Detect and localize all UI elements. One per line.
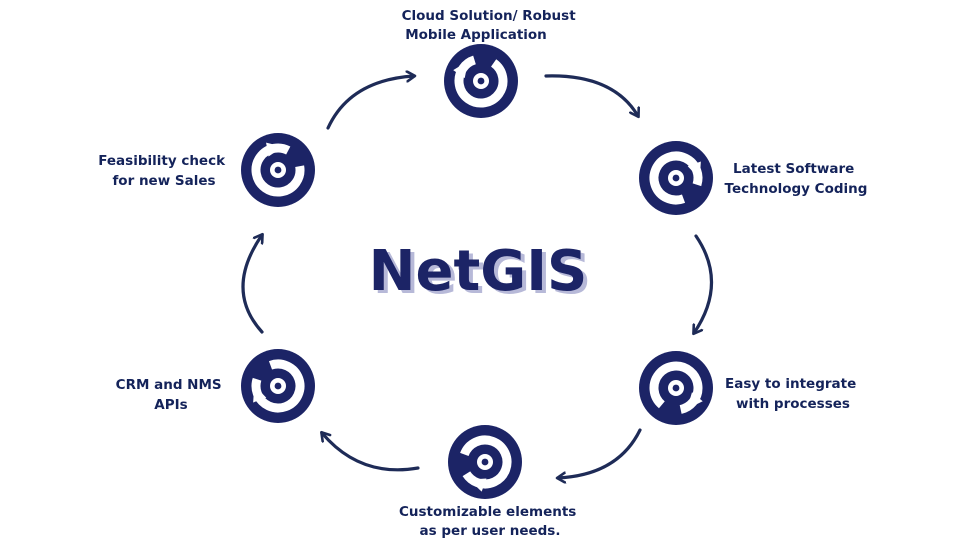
cycle-icon bbox=[444, 44, 518, 118]
arrow-upper-left-to-top bbox=[326, 76, 414, 130]
svg-text:Customizable elements as: Customizable elements as per user needs. bbox=[399, 504, 581, 539]
node-latest-software: Latest Software Technology Coding bbox=[639, 141, 867, 215]
node-label-line: Technology Coding bbox=[725, 181, 868, 197]
node-easy-integrate: Easy to integrate with processes bbox=[639, 351, 861, 425]
node-label-line: APIs bbox=[154, 397, 187, 413]
cycle-arrows bbox=[241, 74, 714, 478]
arrow-top-to-upper-right bbox=[544, 74, 638, 116]
title-shadow: NetGIS bbox=[373, 242, 592, 307]
svg-text:Latest Software Technolo: Latest Software Technology Coding bbox=[725, 161, 868, 197]
node-label-line: Latest Software bbox=[733, 161, 854, 177]
node-cloud-solution: Cloud Solution/ Robust Mobile Applicatio… bbox=[402, 8, 581, 118]
node-label-line: CRM and NMS bbox=[116, 377, 222, 393]
arrow-lower-left-to-upper-left bbox=[241, 235, 262, 334]
node-crm-nms: CRM and NMS APIs bbox=[116, 349, 315, 423]
node-label-line: Feasibility check bbox=[98, 153, 226, 169]
node-label-line: as per user needs. bbox=[420, 523, 561, 539]
cycle-icon bbox=[639, 141, 713, 215]
cycle-icon bbox=[448, 425, 522, 499]
node-label-line: Customizable elements bbox=[399, 504, 576, 520]
cycle-icon bbox=[241, 349, 315, 423]
cycle-icon bbox=[639, 351, 713, 425]
cycle-icon bbox=[241, 133, 315, 207]
arrow-lower-right-to-bottom bbox=[558, 428, 642, 478]
arrow-bottom-to-lower-left bbox=[322, 433, 420, 472]
node-label-line: Cloud Solution/ Robust bbox=[402, 8, 577, 24]
node-customizable-elements: Customizable elements as per user needs. bbox=[399, 425, 581, 539]
arrow-upper-right-to-lower-right bbox=[694, 234, 714, 333]
node-feasibility-check: Feasibility check for new Sales bbox=[98, 133, 315, 207]
svg-text:CRM and NMS APIs: CRM and NMS APIs bbox=[116, 377, 227, 413]
node-label-line: Easy to integrate bbox=[725, 376, 856, 392]
svg-text:Easy to integrate with p: Easy to integrate with processes bbox=[725, 376, 861, 412]
page-title: NetGIS bbox=[369, 239, 588, 304]
node-label-line: with processes bbox=[736, 396, 850, 412]
center-title: NetGIS NetGIS bbox=[369, 239, 592, 307]
node-label-line: for new Sales bbox=[112, 173, 215, 189]
node-label-line: Mobile Application bbox=[405, 27, 547, 43]
svg-text:Cloud Solution/ Robust M: Cloud Solution/ Robust Mobile Applicatio… bbox=[402, 8, 581, 43]
svg-text:Feasibility check for ne: Feasibility check for new Sales bbox=[98, 153, 230, 189]
